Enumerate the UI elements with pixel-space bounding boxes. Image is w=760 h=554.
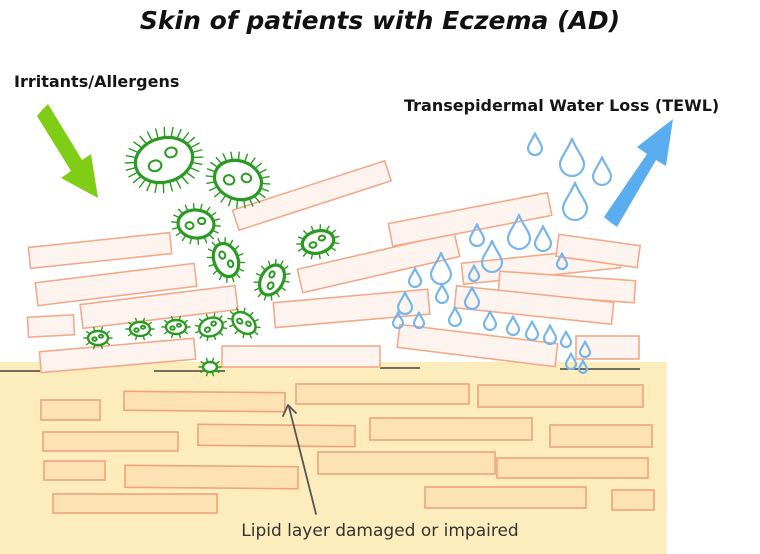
lipid-brick (549, 424, 653, 448)
water-drop-icon (391, 311, 405, 330)
skin-cell (387, 191, 553, 248)
water-drop-icon (467, 264, 481, 283)
skin-cell (575, 335, 640, 360)
skin-cell (38, 337, 197, 374)
microbe-icon (124, 126, 204, 194)
page-title: Skin of patients with Eczema (AD) (139, 6, 621, 35)
microbe-icon (198, 357, 222, 377)
microbe-icon (83, 326, 113, 350)
skin-cells (26, 159, 642, 374)
lipid-brick (496, 457, 649, 479)
lipid-brick (197, 423, 356, 448)
lipid-brick (611, 489, 655, 511)
skin-cell (453, 284, 615, 326)
water-drop-icon (505, 315, 521, 337)
lipid-brick (424, 486, 587, 509)
water-drop-icon (564, 352, 578, 371)
microbe-icon (206, 237, 246, 283)
water-droplets (391, 132, 613, 375)
microbe-icon (125, 317, 155, 341)
lipid-brick (123, 390, 286, 413)
irritants-label: Irritants/Allergens (14, 72, 180, 91)
microbe-icon (205, 151, 271, 209)
microbe-icon (253, 258, 291, 301)
water-drop-icon (533, 225, 553, 253)
skin-cell (27, 231, 173, 270)
water-drop-icon (555, 252, 569, 271)
lipid-caption: Lipid layer damaged or impaired (241, 521, 519, 541)
skin-cell (34, 262, 198, 307)
water-drop-icon (482, 310, 498, 332)
water-drop-icon (561, 181, 589, 222)
arrow-down-right-icon (37, 104, 98, 198)
microbe-icon (161, 315, 191, 339)
skin-cell (296, 232, 461, 294)
lipid-brick (317, 451, 496, 475)
water-drop-icon (463, 286, 481, 311)
water-drop-icon (578, 340, 592, 359)
microbe-icon (171, 203, 221, 245)
skin-cell (396, 323, 559, 368)
lipid-bricks (40, 383, 655, 514)
lipid-brick (369, 417, 533, 441)
lipid-brick (42, 431, 179, 452)
lipid-brick (52, 493, 218, 514)
skin-cell (79, 284, 239, 330)
water-drop-icon (412, 311, 426, 330)
microbe-icon (227, 307, 261, 339)
skin-cell (272, 288, 431, 329)
water-drop-icon (468, 223, 486, 248)
water-drop-icon (506, 213, 532, 251)
water-drop-icon (558, 137, 586, 178)
skin-cell (221, 345, 381, 368)
microbe-icon (296, 224, 340, 260)
lipid-pointer-arrow (282, 404, 317, 515)
skin-cell (554, 233, 642, 269)
water-drop-icon (396, 291, 414, 316)
arrow-up-right-icon (604, 119, 673, 227)
water-drop-icon (480, 239, 504, 274)
water-drop-icon (447, 306, 463, 328)
microbe-icon (194, 312, 228, 342)
water-drop-icon (542, 324, 558, 346)
water-drop-icon (524, 320, 540, 342)
lipid-brick (40, 399, 101, 421)
water-drop-icon (407, 267, 423, 289)
water-drop-icon (577, 359, 589, 375)
skin-cell (231, 159, 393, 232)
lipid-brick (477, 384, 644, 408)
water-drop-icon (559, 330, 573, 349)
lipid-brick (43, 460, 106, 481)
water-drop-icon (591, 156, 613, 187)
microbes (83, 126, 340, 377)
water-drop-icon (526, 132, 544, 157)
skin-cell (26, 313, 76, 339)
water-drop-icon (434, 283, 450, 305)
lipid-brick (124, 464, 299, 490)
lipid-brick (295, 383, 470, 405)
tewl-label: Transepidermal Water Loss (TEWL) (404, 96, 720, 115)
